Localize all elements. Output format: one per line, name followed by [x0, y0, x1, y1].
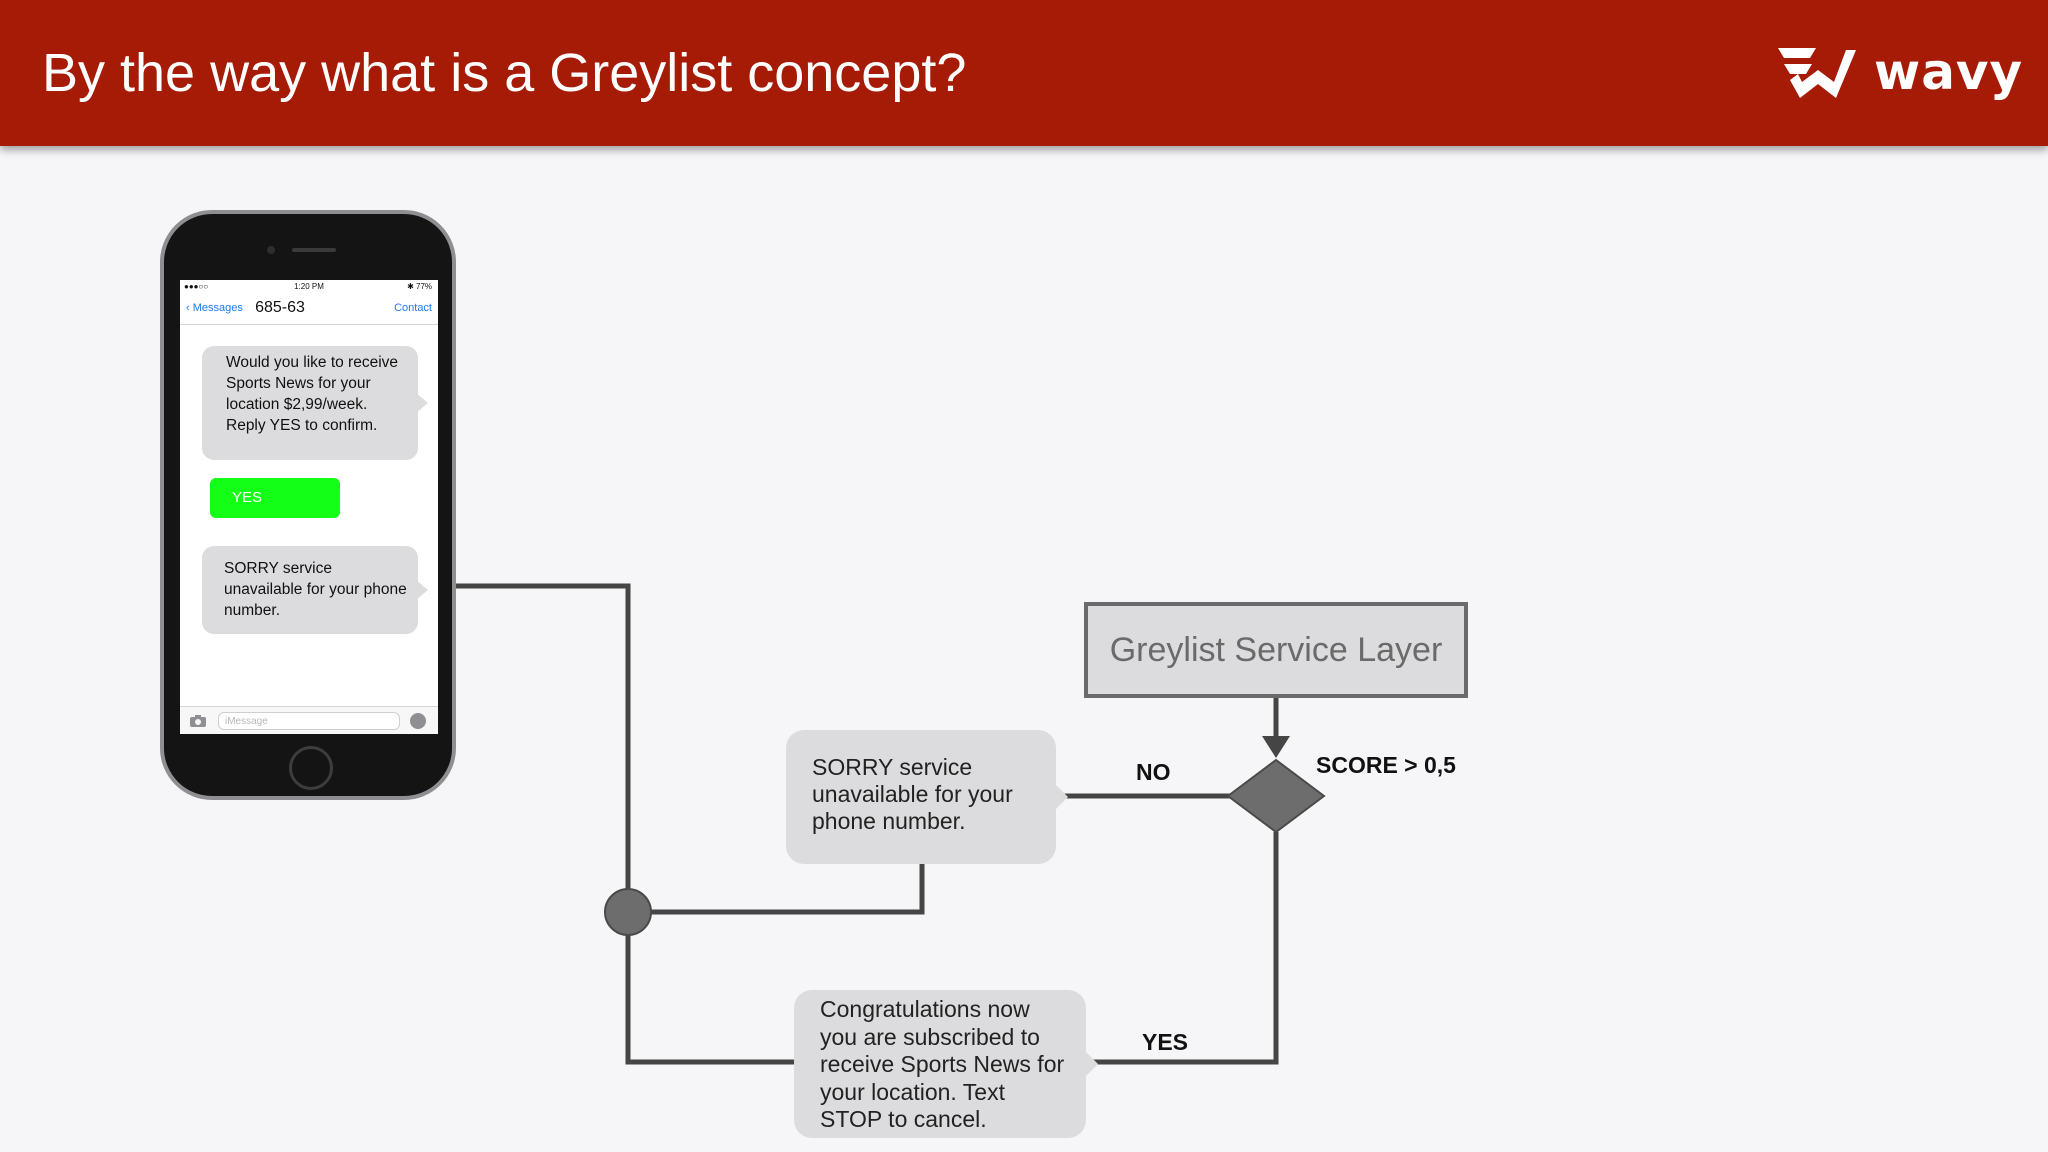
wavy-logo-icon [1778, 48, 1856, 98]
phone-screen: ●●●○○ 1:20 PM ✱ 77% ‹ Messages 685-63 Co… [180, 280, 438, 734]
battery-indicator: ✱ 77% [407, 282, 432, 291]
home-button[interactable] [289, 746, 333, 790]
phone-mockup: ●●●○○ 1:20 PM ✱ 77% ‹ Messages 685-63 Co… [160, 210, 456, 800]
score-condition-label: SCORE > 0,5 [1316, 752, 1456, 778]
outgoing-reply-message: YES [210, 478, 340, 518]
subscription-message-bubble: Congratulations now you are subscribed t… [794, 990, 1098, 1138]
brand-logo: wavy [1776, 44, 2022, 100]
greylist-service-layer-box: Greylist Service Layer [1084, 602, 1468, 698]
yes-to-junction-line [625, 912, 794, 1065]
status-time: 1:20 PM [294, 282, 324, 291]
yes-branch-line [1086, 832, 1279, 1065]
no-to-junction-line [628, 864, 925, 915]
back-label: Messages [192, 302, 243, 314]
microphone-icon[interactable] [410, 713, 426, 729]
contact-link[interactable]: Contact [394, 302, 432, 314]
back-to-messages-link[interactable]: ‹ Messages [186, 302, 243, 314]
messages-nav-bar: ‹ Messages 685-63 Contact [180, 294, 438, 325]
phone-camera [267, 246, 275, 254]
phone-speaker [292, 248, 336, 252]
signal-indicator: ●●●○○ [184, 282, 209, 291]
rejection-message-bubble: SORRY service unavailable for your phone… [786, 730, 1068, 864]
yes-branch-label: YES [1142, 1029, 1189, 1055]
camera-icon[interactable] [190, 715, 206, 727]
message-input-bar: iMessage [180, 706, 438, 734]
slide-title: By the way what is a Greylist concept? [42, 43, 967, 103]
imessage-input[interactable]: iMessage [218, 712, 400, 730]
layer-arrowhead [1262, 736, 1290, 758]
decision-diamond [1226, 758, 1326, 834]
brand-name: wavy [1874, 43, 2024, 101]
no-branch-label: NO [1136, 759, 1171, 785]
conversation-title: 685-63 [255, 299, 305, 316]
incoming-offer-message: Would you like to receive Sports News fo… [202, 346, 428, 460]
junction-node [604, 888, 652, 936]
status-bar: ●●●○○ 1:20 PM ✱ 77% [180, 280, 438, 294]
junction-to-phone-line [440, 583, 631, 912]
header-bar: By the way what is a Greylist concept? w… [0, 0, 2048, 146]
incoming-sorry-message: SORRY service unavailable for your phone… [202, 546, 428, 634]
